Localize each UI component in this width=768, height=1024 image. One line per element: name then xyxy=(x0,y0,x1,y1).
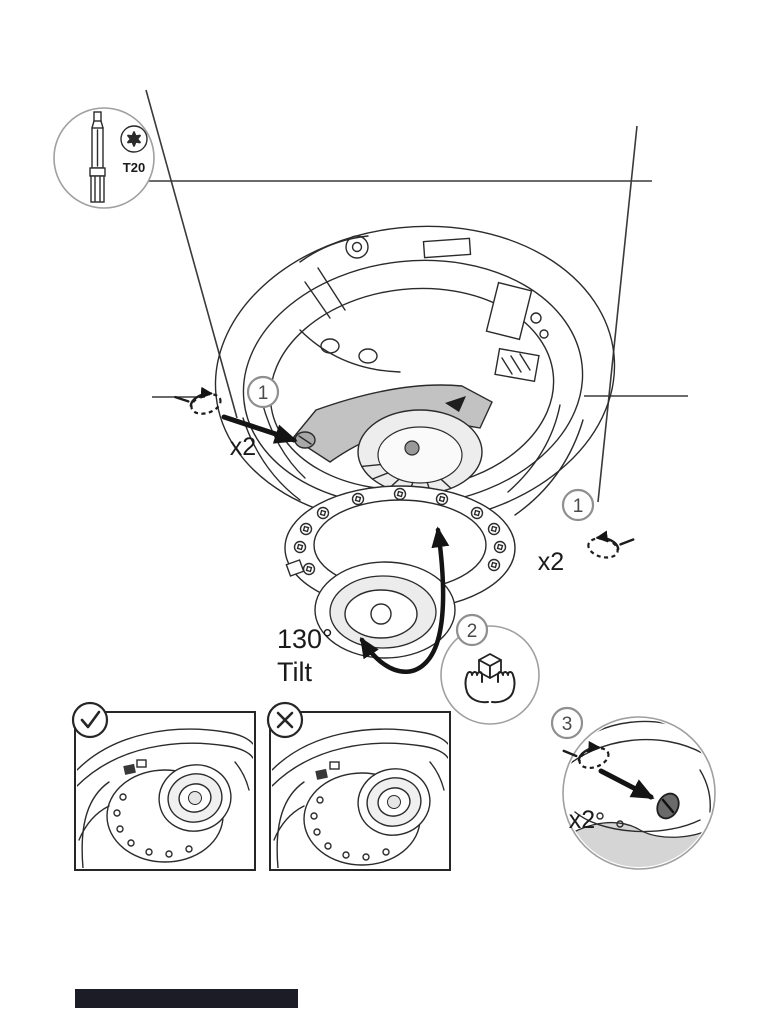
perspective-lines xyxy=(145,89,688,503)
step1-right: 1 x2 xyxy=(538,488,635,576)
screw-icon xyxy=(493,540,507,554)
tool-badge: T20 xyxy=(53,107,155,209)
gimbal-assembly xyxy=(357,409,483,495)
ceiling-line-right xyxy=(597,125,638,503)
tilt-instruction: 130° Tilt xyxy=(277,526,450,687)
tilt-angle-label: 130° xyxy=(277,624,333,654)
ceiling-line-left xyxy=(145,89,238,419)
screw-icon xyxy=(470,506,484,520)
step-badge xyxy=(246,375,280,409)
screw-icon xyxy=(316,506,330,520)
step-badge xyxy=(550,706,584,740)
screw-count-label: x2 xyxy=(230,433,256,461)
rotate-unscrew-icon xyxy=(587,530,635,559)
tool-badge-circle xyxy=(53,107,155,209)
footer-bar xyxy=(75,989,298,1008)
ring-screws xyxy=(293,487,507,576)
rotate-tighten-icon xyxy=(562,740,610,769)
mount-details xyxy=(299,235,549,383)
screw-icon xyxy=(299,522,313,536)
ring-screws xyxy=(113,793,193,858)
screw-icon xyxy=(393,487,407,501)
connector xyxy=(315,768,328,780)
screw-icon xyxy=(487,522,501,536)
rotate-unscrew-icon xyxy=(174,386,222,415)
incorrect-camera-view xyxy=(272,728,448,868)
screw-icon xyxy=(302,562,316,576)
screw-icon xyxy=(435,492,449,506)
bracket-screw-icon xyxy=(294,431,316,449)
molded-arrow-icon xyxy=(445,396,466,412)
torx-bit-icon xyxy=(89,111,106,203)
center-screw-icon xyxy=(404,440,420,456)
tool-size-label: T20 xyxy=(123,160,145,175)
screw-icon xyxy=(351,492,365,506)
torx-star-icon xyxy=(120,125,148,153)
connector xyxy=(123,763,136,775)
check-icon xyxy=(71,701,109,739)
lens xyxy=(158,764,232,832)
step-number: 2 xyxy=(467,621,478,642)
correct-camera-view xyxy=(77,728,253,868)
screw-icon xyxy=(293,540,307,554)
cross-icon xyxy=(266,701,304,739)
ring-screws xyxy=(310,796,390,861)
arrow-to-screw xyxy=(221,414,298,444)
comparison-incorrect xyxy=(266,701,451,871)
screw-count-label: x2 xyxy=(569,806,595,834)
tilt-word-label: Tilt xyxy=(277,657,312,687)
step-number: 1 xyxy=(258,383,269,404)
step-badge xyxy=(455,613,489,647)
step1-left: 1 x2 xyxy=(174,375,298,461)
screw-count-label: x2 xyxy=(538,548,564,576)
screw-icon xyxy=(487,558,501,572)
lens xyxy=(357,768,431,836)
step2: 2 xyxy=(440,613,540,725)
hands-holding-box-icon xyxy=(464,653,516,704)
tilt-arc-arrow xyxy=(359,526,450,674)
tightened-screw-icon xyxy=(656,792,680,820)
arrow-to-screw xyxy=(598,768,655,800)
step3: 3 x2 xyxy=(550,706,716,870)
step-badge xyxy=(561,488,595,522)
comparison-correct xyxy=(71,701,256,871)
step-number: 3 xyxy=(562,714,573,735)
step-number: 1 xyxy=(573,496,584,517)
camera-lens xyxy=(314,561,456,659)
